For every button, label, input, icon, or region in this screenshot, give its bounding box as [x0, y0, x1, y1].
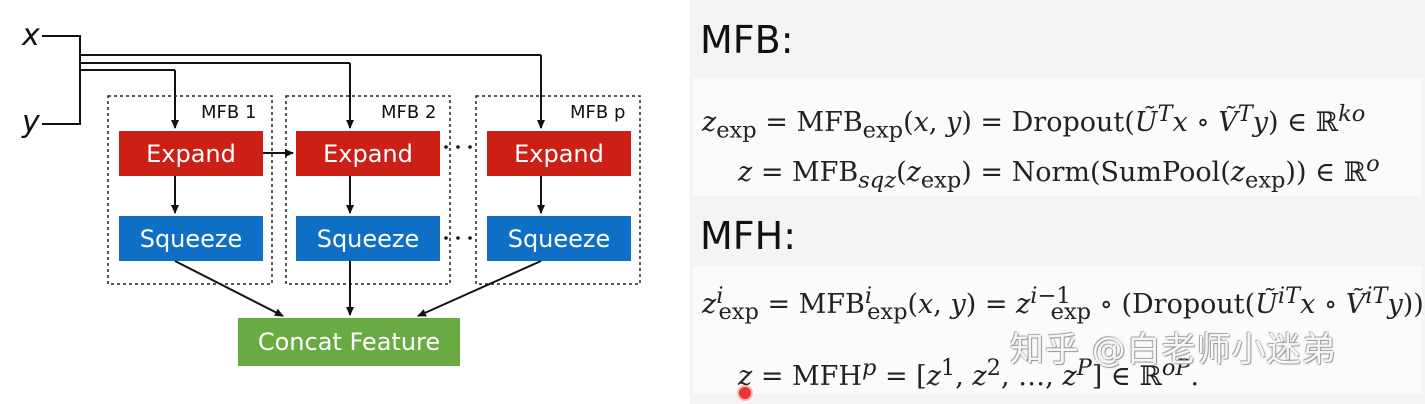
- squeeze-label-p: Squeeze: [508, 225, 611, 253]
- mfh-equation-1: ziexp = MFBiexp(x, y) = zi−1exp ∘ (Dropo…: [702, 283, 1424, 326]
- input-y-label: y: [21, 105, 41, 140]
- expand-label-p: Expand: [514, 140, 604, 168]
- expand-box-1: [119, 131, 263, 176]
- expand-box-2: [296, 131, 440, 176]
- squeeze-box-1: [119, 216, 263, 261]
- mfh-equation-2: z = MFHp = [z1, z2, …, zP] ∈ ℝoP.: [738, 355, 1200, 392]
- mfb-block-2-title: MFB 2: [381, 102, 436, 123]
- expand-to-squeeze-arrows: [171, 149, 545, 214]
- squeeze-label-2: Squeeze: [317, 225, 420, 253]
- mfb-equation-2: z = MFBsqz(zexp) = Norm(SumPool(zexp)) ∈…: [738, 151, 1380, 194]
- mfb-block-1-title: MFB 1: [201, 102, 256, 123]
- mfh-formula-box: [693, 266, 1422, 394]
- mfb-block-p-title: MFB p: [570, 102, 625, 123]
- pointer-cursor-dot: [737, 385, 753, 401]
- mfb-block-p-frame: [475, 95, 641, 285]
- concat-feature-box: [238, 318, 460, 366]
- mfb-mfh-diagram: x y MFB 1 MFB 2 MFB p Expand Expand Expa…: [21, 18, 641, 366]
- squeeze-to-concat-arrows: [174, 260, 542, 317]
- mfb-block-1-frame: [107, 95, 273, 285]
- squeeze-box-p: [487, 216, 631, 261]
- input-lines: [42, 35, 545, 129]
- mfb-heading: MFB:: [700, 18, 794, 62]
- mfb-block-2-frame: [285, 95, 451, 285]
- ellipsis-dots: [444, 145, 472, 240]
- mfb-formula-box: [693, 78, 1422, 196]
- diagram-panel: x y MFB 1 MFB 2 MFB p Expand Expand Expa…: [0, 0, 690, 404]
- squeeze-box-2: [296, 216, 440, 261]
- mfh-heading: MFH:: [700, 214, 797, 258]
- expand-label-2: Expand: [323, 140, 413, 168]
- expand-label-1: Expand: [146, 140, 236, 168]
- expand-box-p: [487, 131, 631, 176]
- input-x-label: x: [21, 18, 40, 53]
- mfb-equation-1: zexp = MFBexp(x, y) = Dropout(ŨTx ∘ ṼTy)…: [702, 101, 1366, 144]
- squeeze-label-1: Squeeze: [140, 225, 243, 253]
- watermark: 知乎 @白老师小迷弟: [1010, 330, 1337, 370]
- concat-feature-label: Concat Feature: [258, 328, 440, 356]
